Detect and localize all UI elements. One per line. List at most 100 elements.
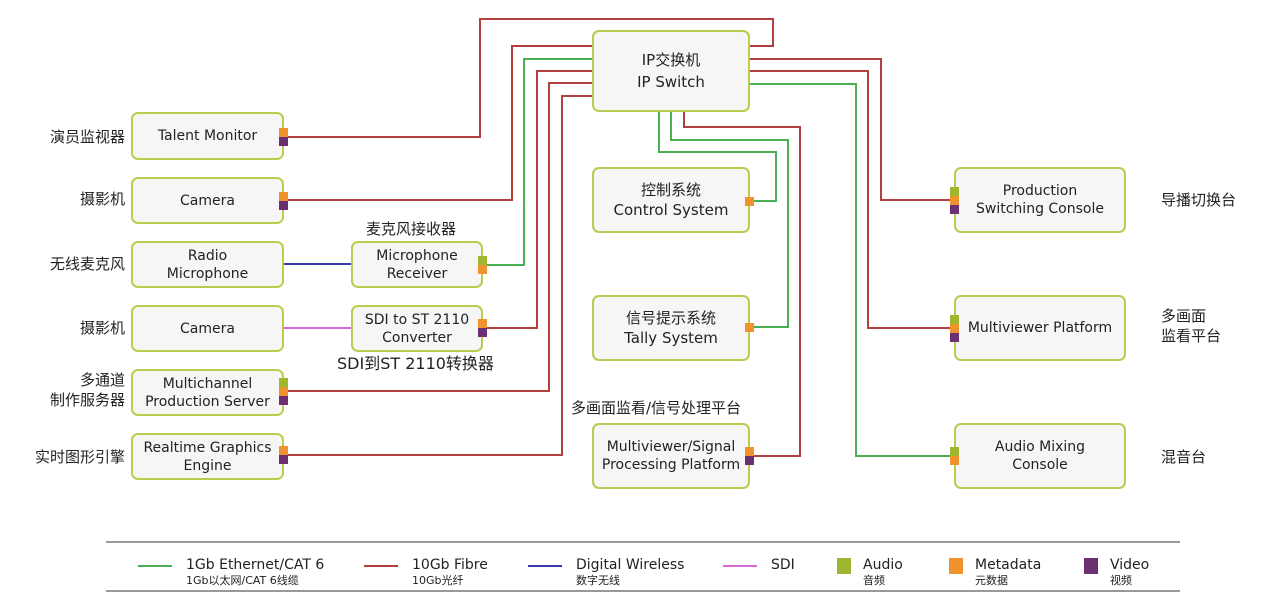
radio-mic-zh: 无线麦克风: [49, 255, 125, 273]
wire-mv-signal: [683, 112, 801, 457]
control-system-node[interactable]: 控制系统 Control System: [592, 167, 750, 233]
legend-label: 10Gb Fibre: [412, 557, 488, 573]
audio-swatch-icon: [837, 558, 851, 574]
video-port: [279, 455, 288, 464]
camera2-node[interactable]: Camera: [131, 305, 284, 352]
metadata-port: [745, 447, 754, 456]
label-line: 多通道: [79, 371, 125, 389]
node-label: Audio Mixing: [994, 439, 1086, 455]
tally-system-node[interactable]: 信号提示系统 Tally System: [592, 295, 750, 361]
wire-mic-receiver: [487, 58, 592, 266]
metadata-port: [950, 196, 959, 205]
wire-control: [658, 112, 777, 202]
node-label: Camera: [180, 320, 235, 337]
node-label: Microphone: [166, 265, 249, 282]
camera1-node[interactable]: Camera: [131, 177, 284, 224]
camera1-zh: 摄影机: [79, 190, 125, 208]
talent-monitor-node[interactable]: Talent Monitor: [131, 112, 284, 160]
realtime-zh: 实时图形引擎: [34, 448, 125, 466]
legend-label: 1Gb Ethernet/CAT 6: [186, 557, 325, 573]
talent-monitor-zh: 演员监视器: [49, 128, 125, 146]
legend-sublabel: 10Gb光纤: [412, 574, 464, 587]
node-label: Processing Platform: [601, 457, 741, 473]
legend-sublabel: 1Gb以太网/CAT 6线缆: [186, 574, 299, 587]
node-label-en: Tally System: [624, 329, 718, 347]
legend-sdi: SDI: [723, 557, 795, 573]
node-label: SDI to ST 2110: [364, 311, 470, 328]
audio-port: [950, 447, 959, 456]
metadata-port: [279, 387, 288, 396]
audio-mixing-zh: 混音台: [1161, 448, 1207, 466]
ip-switch-node[interactable]: IP交换机 IP Switch: [592, 30, 750, 112]
legend-sublabel: 数字无线: [576, 574, 620, 587]
metadata-swatch-icon: [949, 558, 963, 574]
video-port: [950, 333, 959, 342]
legend-label: Digital Wireless: [576, 557, 685, 573]
legend-label: SDI: [771, 557, 795, 573]
node-label: Realtime Graphics: [143, 439, 272, 456]
video-port: [279, 201, 288, 210]
video-swatch-icon: [1084, 558, 1098, 574]
audio-port: [279, 378, 288, 387]
legend-label: Audio: [863, 557, 903, 573]
metadata-port: [279, 192, 288, 201]
wire-audio-mixing: [750, 83, 954, 457]
legend-sublabel: 音频: [863, 574, 885, 587]
sdi-converter-zh: SDI到ST 2110转换器: [337, 354, 494, 373]
wire-production: [750, 58, 954, 201]
video-port: [745, 456, 754, 465]
node-label: Production: [1002, 183, 1078, 199]
legend-sublabel: 元数据: [975, 574, 1008, 587]
camera2-zh: 摄影机: [79, 319, 125, 337]
node-label: Receiver: [386, 265, 448, 282]
blue-line-icon: [528, 565, 562, 567]
label-line: 制作服务器: [49, 391, 125, 409]
metadata-port: [478, 319, 487, 328]
node-label: Microphone: [376, 247, 458, 264]
video-port: [478, 328, 487, 337]
mv-platform-node[interactable]: Multiviewer Platform: [954, 295, 1126, 361]
audio-port: [478, 256, 487, 265]
node-label-en: IP Switch: [637, 73, 705, 91]
node-label-zh: IP交换机: [641, 51, 701, 69]
metadata-port: [950, 456, 959, 465]
node-label: Radio: [187, 247, 228, 264]
node-label: Camera: [180, 192, 235, 209]
node-label: Console: [1012, 457, 1068, 473]
node-label: Engine: [183, 457, 232, 474]
node-label-zh: 信号提示系统: [625, 309, 716, 327]
wire-talent-monitor: [288, 18, 774, 138]
node-label: Switching Console: [976, 201, 1104, 217]
metadata-port: [279, 446, 288, 455]
node-label-zh: 控制系统: [640, 181, 701, 199]
legend-sublabel: 视频: [1110, 574, 1132, 587]
mic-receiver-zh: 麦克风接收器: [366, 220, 457, 238]
metadata-port: [745, 197, 754, 206]
audio-port: [950, 187, 959, 196]
node-label: Multiviewer/Signal: [606, 439, 736, 455]
metadata-port: [950, 324, 959, 333]
metadata-port: [745, 323, 754, 332]
metadata-port: [279, 128, 288, 137]
node-label: Multichannel: [162, 375, 253, 392]
mv-platform-zh: 多画面监看平台: [1161, 306, 1221, 346]
production-switching-zh: 导播切换台: [1161, 191, 1237, 209]
node-label-en: Control System: [613, 201, 729, 219]
pink-line-icon: [723, 565, 757, 567]
